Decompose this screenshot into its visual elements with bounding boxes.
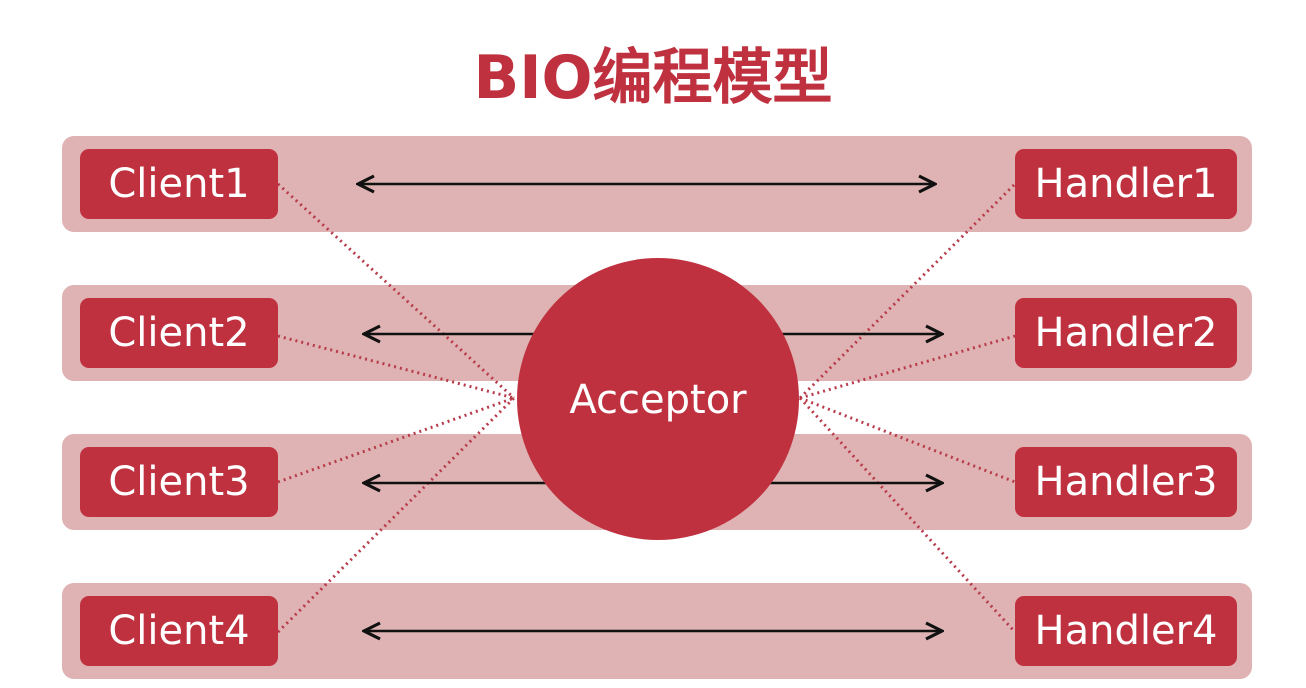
- dotted-link-client4: [276, 396, 516, 634]
- handler-4-box: Handler4: [1015, 596, 1237, 666]
- dotted-link-handler2: [799, 334, 1016, 400]
- handler-2-box: Handler2: [1015, 298, 1237, 368]
- client-4-box: Client4: [80, 596, 278, 666]
- dotted-link-handler1: [798, 182, 1017, 400]
- acceptor-node: [517, 258, 799, 540]
- dotted-link-handler4: [798, 396, 1017, 634]
- acceptor-label: Acceptor: [569, 377, 747, 423]
- dotted-link-client1: [276, 182, 516, 400]
- diagram-title: BIO编程模型: [473, 43, 833, 113]
- dotted-link-client3: [277, 396, 515, 484]
- client-3-box: Client3: [80, 447, 278, 517]
- handler-3-box: Handler3: [1015, 447, 1237, 517]
- dotted-link-handler3: [799, 396, 1016, 484]
- handler-1-box: Handler1: [1015, 149, 1237, 219]
- client-1-box: Client1: [80, 149, 278, 219]
- client-2-box: Client2: [80, 298, 278, 368]
